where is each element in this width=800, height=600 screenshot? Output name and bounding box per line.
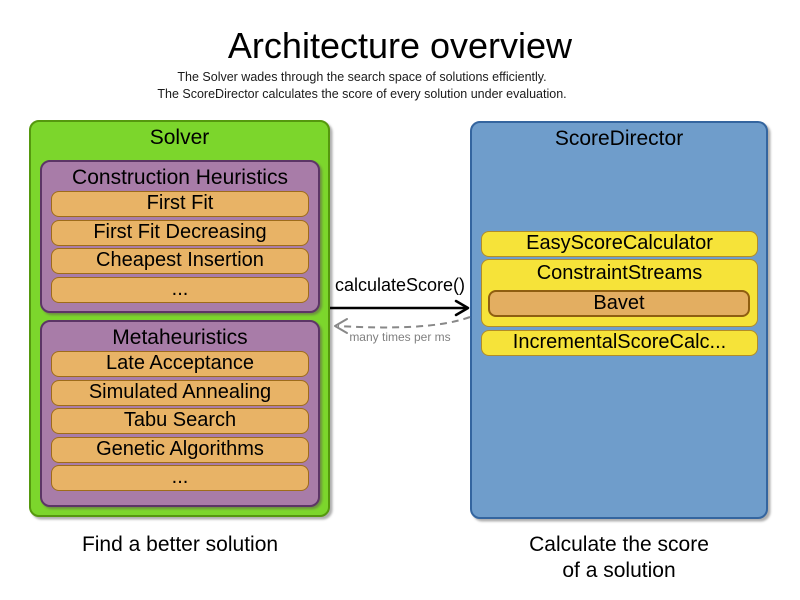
calculate-score-label: calculateScore() <box>334 275 466 295</box>
constraint-streams-title: ConstraintStreams <box>536 262 703 284</box>
easy-score-calculator-box: EasyScoreCalculator <box>481 231 758 257</box>
solver-title: Solver <box>149 126 210 149</box>
item-genetic-algorithms: Genetic Algorithms <box>51 436 309 463</box>
subtitle-line-1: The Solver wades through the search spac… <box>177 70 547 84</box>
item-first-fit-decreasing: First Fit Decreasing <box>51 219 309 246</box>
metaheuristics-title: Metaheuristics <box>112 326 248 349</box>
item-first-fit: First Fit <box>51 191 309 217</box>
page-title: Architecture overview <box>227 25 573 66</box>
item-cheapest-insertion: Cheapest Insertion <box>51 248 309 274</box>
arrows-graphic <box>330 299 471 334</box>
solver-box: Solver Construction Heuristics First Fit… <box>29 120 330 517</box>
many-times-label: many times per ms <box>349 330 451 344</box>
item-metaheuristics-ellipsis: ... <box>51 465 309 491</box>
item-late-acceptance: Late Acceptance <box>51 351 309 377</box>
subtitle: The Solver wades through the search spac… <box>12 69 712 103</box>
item-construction-ellipsis: ... <box>51 276 309 303</box>
many-times-return-arrow-icon <box>334 316 471 334</box>
item-tabu-search: Tabu Search <box>51 408 309 434</box>
calculate-score-arrow-icon <box>330 299 470 317</box>
construction-heuristics-box: Construction Heuristics First Fit First … <box>40 160 320 313</box>
subtitle-line-2: The ScoreDirector calculates the score o… <box>157 87 567 101</box>
incremental-score-calculator-box: IncrementalScoreCalc... <box>481 330 758 356</box>
construction-heuristics-title: Construction Heuristics <box>72 166 288 189</box>
constraint-streams-box: ConstraintStreams Bavet <box>481 259 758 327</box>
score-director-title: ScoreDirector <box>554 127 684 150</box>
score-director-caption-line-2: of a solution <box>562 559 676 582</box>
score-director-box: ScoreDirector EasyScoreCalculator Constr… <box>470 121 768 519</box>
bavet-box: Bavet <box>488 290 750 317</box>
metaheuristics-box: Metaheuristics Late Acceptance Simulated… <box>40 320 320 507</box>
solver-caption: Find a better solution <box>81 533 279 556</box>
item-simulated-annealing: Simulated Annealing <box>51 379 309 406</box>
score-director-caption-line-1: Calculate the score <box>529 533 709 556</box>
score-director-caption: Calculate the score of a solution <box>469 532 769 584</box>
